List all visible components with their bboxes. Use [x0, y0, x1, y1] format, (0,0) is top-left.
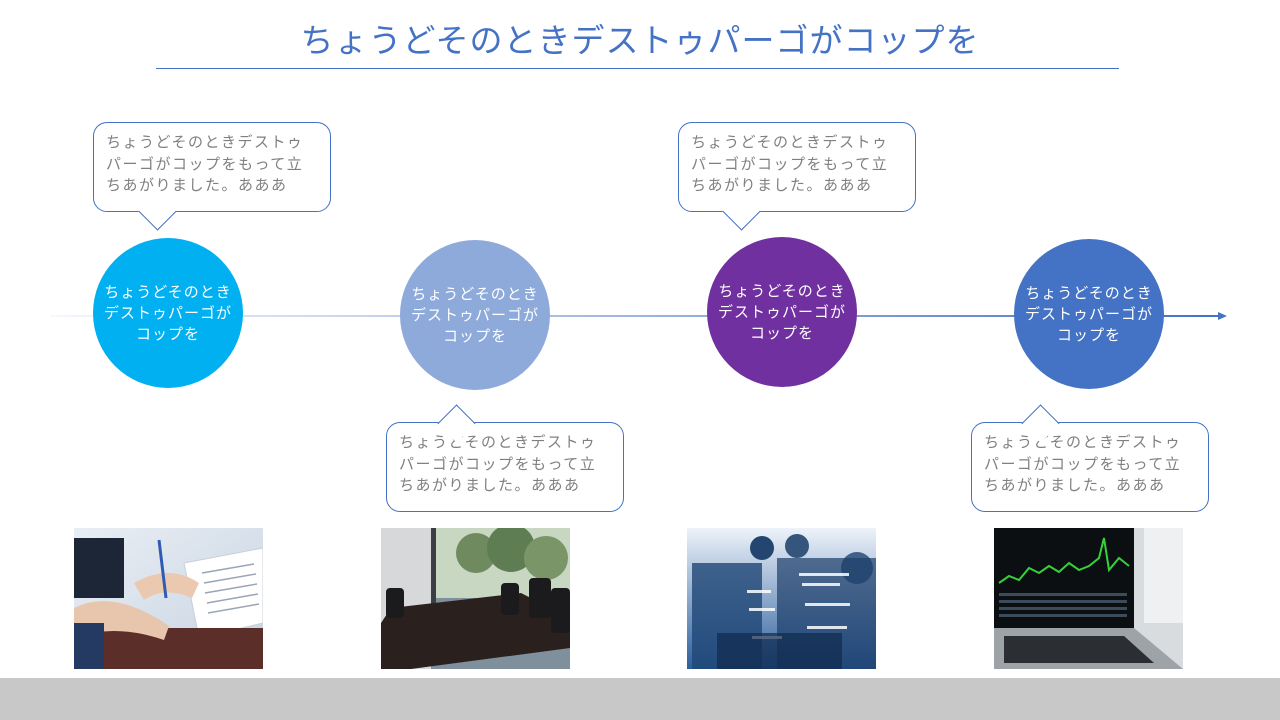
callout-3-text: ちょうどそのときデストゥパーゴがコップをもって立ちあがりました。あああ: [691, 133, 889, 194]
callout-2-text: ちょうどそのときデストゥパーゴがコップをもって立ちあがりました。あああ: [399, 433, 597, 494]
timeline-node-4: ちょうどそのときデストゥパーゴがコップを: [1014, 239, 1164, 389]
photo-stock-chart-laptop: [994, 528, 1183, 669]
callout-4-text: ちょうどそのときデストゥパーゴがコップをもって立ちあがりました。あああ: [984, 433, 1182, 494]
photo-business-network: [687, 528, 876, 669]
photo-meeting-room: [381, 528, 570, 669]
slide-title: ちょうどそのときデストゥパーゴがコップを: [300, 21, 980, 60]
timeline-line: [50, 315, 1220, 317]
footer-band: [0, 678, 1280, 720]
callout-3: ちょうどそのときデストゥパーゴがコップをもって立ちあがりました。あああ: [678, 122, 916, 212]
timeline-node-1: ちょうどそのときデストゥパーゴがコップを: [93, 238, 243, 388]
photo-documents-signing: [74, 528, 263, 669]
timeline-node-2: ちょうどそのときデストゥパーゴがコップを: [400, 240, 550, 390]
timeline-node-2-label: ちょうどそのときデストゥパーゴがコップを: [410, 284, 539, 345]
timeline-node-1-label: ちょうどそのときデストゥパーゴがコップを: [103, 282, 232, 343]
timeline-node-3: ちょうどそのときデストゥパーゴがコップを: [707, 237, 857, 387]
timeline-node-3-label: ちょうどそのときデストゥパーゴがコップを: [717, 281, 846, 342]
timeline-arrowhead: [1218, 312, 1227, 320]
callout-1: ちょうどそのときデストゥパーゴがコップをもって立ちあがりました。あああ: [93, 122, 331, 212]
title-underline: [156, 68, 1119, 69]
callout-1-text: ちょうどそのときデストゥパーゴがコップをもって立ちあがりました。あああ: [106, 133, 304, 194]
callout-2: ちょうどそのときデストゥパーゴがコップをもって立ちあがりました。あああ: [386, 422, 624, 512]
callout-4: ちょうどそのときデストゥパーゴがコップをもって立ちあがりました。あああ: [971, 422, 1209, 512]
timeline-node-4-label: ちょうどそのときデストゥパーゴがコップを: [1024, 283, 1153, 344]
